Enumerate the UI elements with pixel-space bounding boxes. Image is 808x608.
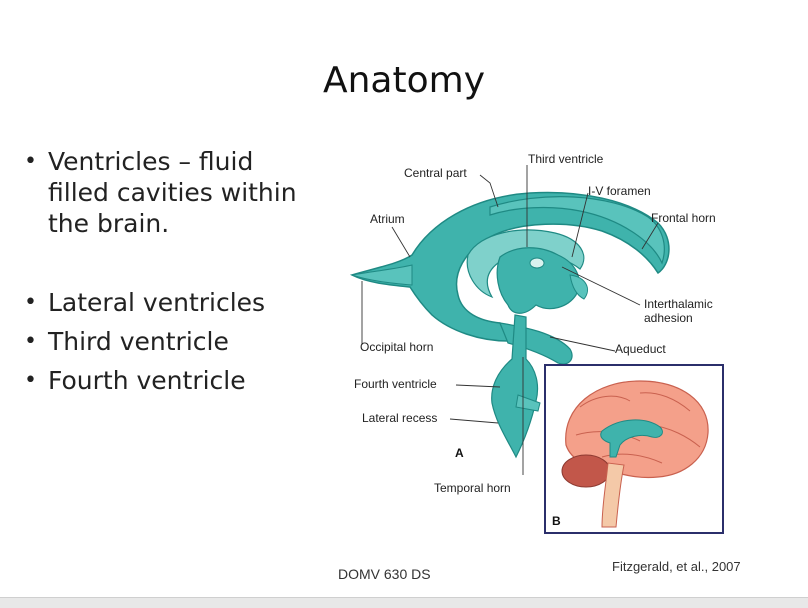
label-iv-foramen: I-V foramen: [588, 184, 651, 198]
ventricle-diagram: Central part Third ventricle I-V foramen…: [340, 145, 740, 545]
label-temporal-horn: Temporal horn: [434, 481, 511, 495]
panel-b-label: B: [552, 514, 561, 528]
bullet-item-third-ventricle: Third ventricle: [22, 326, 312, 357]
label-third-ventricle: Third ventricle: [528, 152, 604, 166]
panel-a-label: A: [455, 446, 464, 460]
label-aqueduct: Aqueduct: [615, 342, 666, 356]
brain-inset-panel: B: [545, 365, 723, 533]
label-atrium: Atrium: [370, 212, 405, 226]
footer-course-code: DOMV 630 DS: [338, 566, 431, 582]
label-lateral-recess: Lateral recess: [362, 411, 437, 425]
label-central-part: Central part: [404, 166, 467, 180]
bottom-bar: [0, 597, 808, 608]
bullet-item-lateral-ventricles: Lateral ventricles: [22, 287, 312, 318]
footer-citation: Fitzgerald, et al., 2007: [612, 559, 741, 574]
label-occipital-horn: Occipital horn: [360, 340, 433, 354]
label-frontal-horn: Frontal horn: [651, 211, 716, 225]
cerebellum-illustration: [562, 455, 610, 487]
bullet-item-ventricles: Ventricles – fluid filled cavities withi…: [22, 146, 312, 239]
bullet-list: Ventricles – fluid filled cavities withi…: [22, 146, 312, 404]
label-fourth-ventricle: Fourth ventricle: [354, 377, 437, 391]
bullet-item-fourth-ventricle: Fourth ventricle: [22, 365, 312, 396]
label-adhesion: adhesion: [644, 311, 693, 325]
slide-title: Anatomy: [0, 60, 808, 101]
label-interthalamic: Interthalamic: [644, 297, 713, 311]
